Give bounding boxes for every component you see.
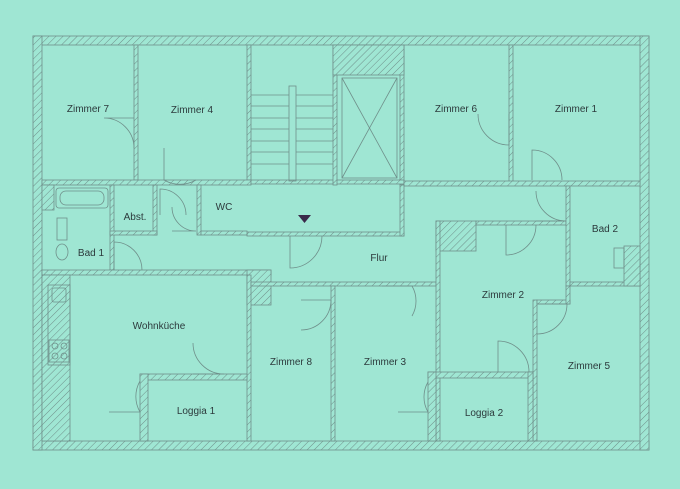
toilet: [55, 217, 69, 261]
room-label-bad1: Bad 1: [78, 248, 105, 259]
room-label-abst: Abst.: [124, 212, 147, 223]
room-labels: Zimmer 7 Zimmer 4 Zimmer 6 Zimmer 1 Abst…: [67, 104, 619, 419]
room-label-zimmer8: Zimmer 8: [270, 357, 313, 368]
doors: [103, 113, 568, 413]
outer-walls: [32, 35, 650, 451]
elevator-shaft: [341, 77, 398, 179]
room-label-loggia2: Loggia 2: [465, 408, 504, 419]
room-label-wc: WC: [216, 202, 233, 213]
entrance-marker: [298, 215, 311, 223]
room-label-zimmer2: Zimmer 2: [482, 290, 525, 301]
room-label-zimmer7: Zimmer 7: [67, 104, 110, 115]
room-label-bad2: Bad 2: [592, 224, 619, 235]
stove: [48, 339, 70, 363]
room-label-zimmer3: Zimmer 3: [364, 357, 407, 368]
room-label-zimmer1: Zimmer 1: [555, 104, 598, 115]
kitchen-counter: [47, 284, 71, 366]
sink-bad2: [613, 247, 625, 269]
room-label-zimmer5: Zimmer 5: [568, 361, 611, 372]
room-label-flur: Flur: [370, 253, 388, 264]
room-label-wohnkueche: Wohnküche: [133, 321, 186, 332]
bathtub: [55, 187, 109, 209]
room-label-loggia1: Loggia 1: [177, 406, 216, 417]
room-label-zimmer4: Zimmer 4: [171, 105, 214, 116]
room-label-zimmer6: Zimmer 6: [435, 104, 478, 115]
staircase: [251, 85, 333, 182]
interior-walls: [41, 44, 641, 442]
